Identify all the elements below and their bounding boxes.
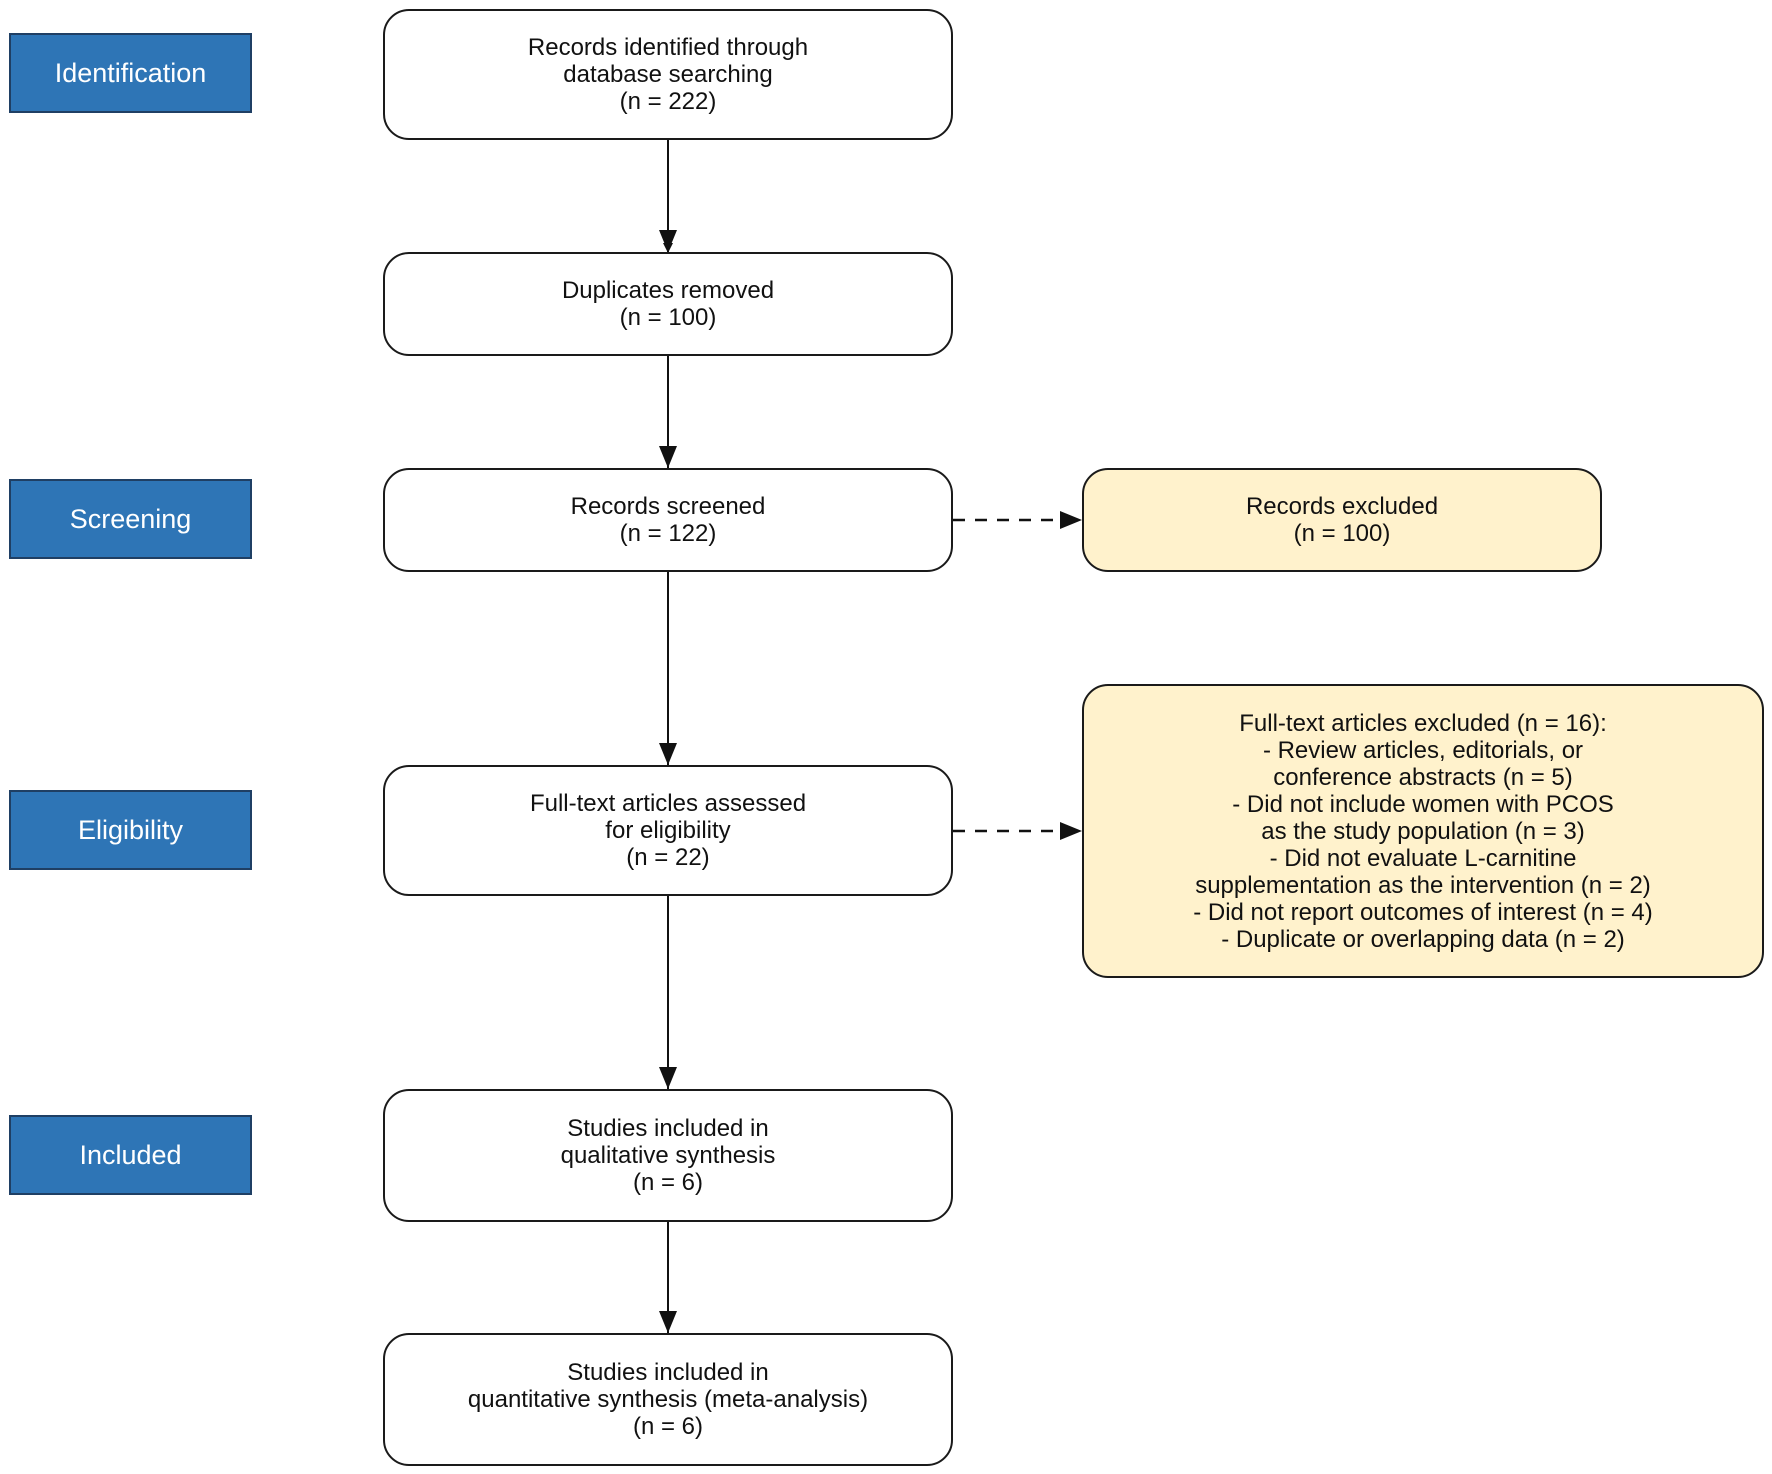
box-line: Full-text articles assessed — [529, 790, 807, 817]
phase-screening: Screening — [9, 479, 252, 559]
box-line: Records excluded — [1245, 493, 1439, 520]
box-line: for eligibility — [605, 817, 731, 844]
arrowhead-identified-to-duplicates — [659, 230, 677, 252]
phase-eligibility: Eligibility — [9, 790, 252, 870]
box-records-identified: Records identified through database sear… — [383, 9, 953, 140]
phase-identification: Identification — [9, 33, 252, 113]
phase-included: Included — [9, 1115, 252, 1195]
box-line: - Did not evaluate L-carnitine — [1269, 844, 1577, 872]
box-line: supplementation as the intervention (n =… — [1195, 871, 1651, 899]
box-line: (n = 6) — [632, 1413, 704, 1440]
arrowhead-fulltext-to-qualitative — [659, 1067, 677, 1089]
box-line: database searching — [563, 61, 773, 88]
arrowhead-fulltext-to-excluded — [1060, 822, 1082, 840]
box-line: (n = 122) — [619, 520, 717, 547]
box-line: - Review articles, editorials, or — [1262, 736, 1584, 764]
box-line: (n = 22) — [626, 844, 710, 871]
box-line: Full-text articles excluded (n = 16): — [1239, 709, 1607, 737]
box-line: (n = 100) — [1293, 520, 1391, 547]
arrowhead-qualitative-to-quantitative — [659, 1311, 677, 1333]
box-line: - Did not include women with PCOS — [1232, 790, 1614, 818]
box-line: Records screened — [570, 493, 766, 520]
box-records-screened: Records screened (n = 122) — [383, 468, 953, 572]
box-line: Records identified through — [527, 34, 809, 61]
box-qualitative-synthesis: Studies included in qualitative synthesi… — [383, 1089, 953, 1222]
box-duplicates-removed: Duplicates removed (n = 100) — [383, 252, 953, 356]
arrowhead-duplicates-to-screened — [659, 446, 677, 468]
box-line: Studies included in — [567, 1115, 769, 1142]
box-records-excluded: Records excluded (n = 100) — [1082, 468, 1602, 572]
box-line: (n = 222) — [619, 88, 717, 115]
box-line: Duplicates removed — [561, 277, 775, 304]
box-line: - Did not report outcomes of interest (n… — [1193, 898, 1653, 926]
arrowhead-screened-to-fulltext — [659, 743, 677, 765]
box-line: qualitative synthesis — [560, 1142, 776, 1169]
box-line: as the study population (n = 3) — [1261, 817, 1585, 845]
arrowhead-screened-to-excluded — [1060, 511, 1082, 529]
box-line: conference abstracts (n = 5) — [1273, 763, 1573, 791]
box-line: - Duplicate or overlapping data (n = 2) — [1221, 925, 1625, 953]
box-line: (n = 100) — [619, 304, 717, 331]
box-fulltext-assessed: Full-text articles assessed for eligibil… — [383, 765, 953, 896]
box-line: quantitative synthesis (meta-analysis) — [467, 1386, 869, 1413]
box-line: (n = 6) — [632, 1169, 704, 1196]
box-line: Studies included in — [567, 1359, 769, 1386]
box-quantitative-synthesis: Studies included in quantitative synthes… — [383, 1333, 953, 1466]
box-fulltext-excluded: Full-text articles excluded (n = 16): - … — [1082, 684, 1764, 978]
